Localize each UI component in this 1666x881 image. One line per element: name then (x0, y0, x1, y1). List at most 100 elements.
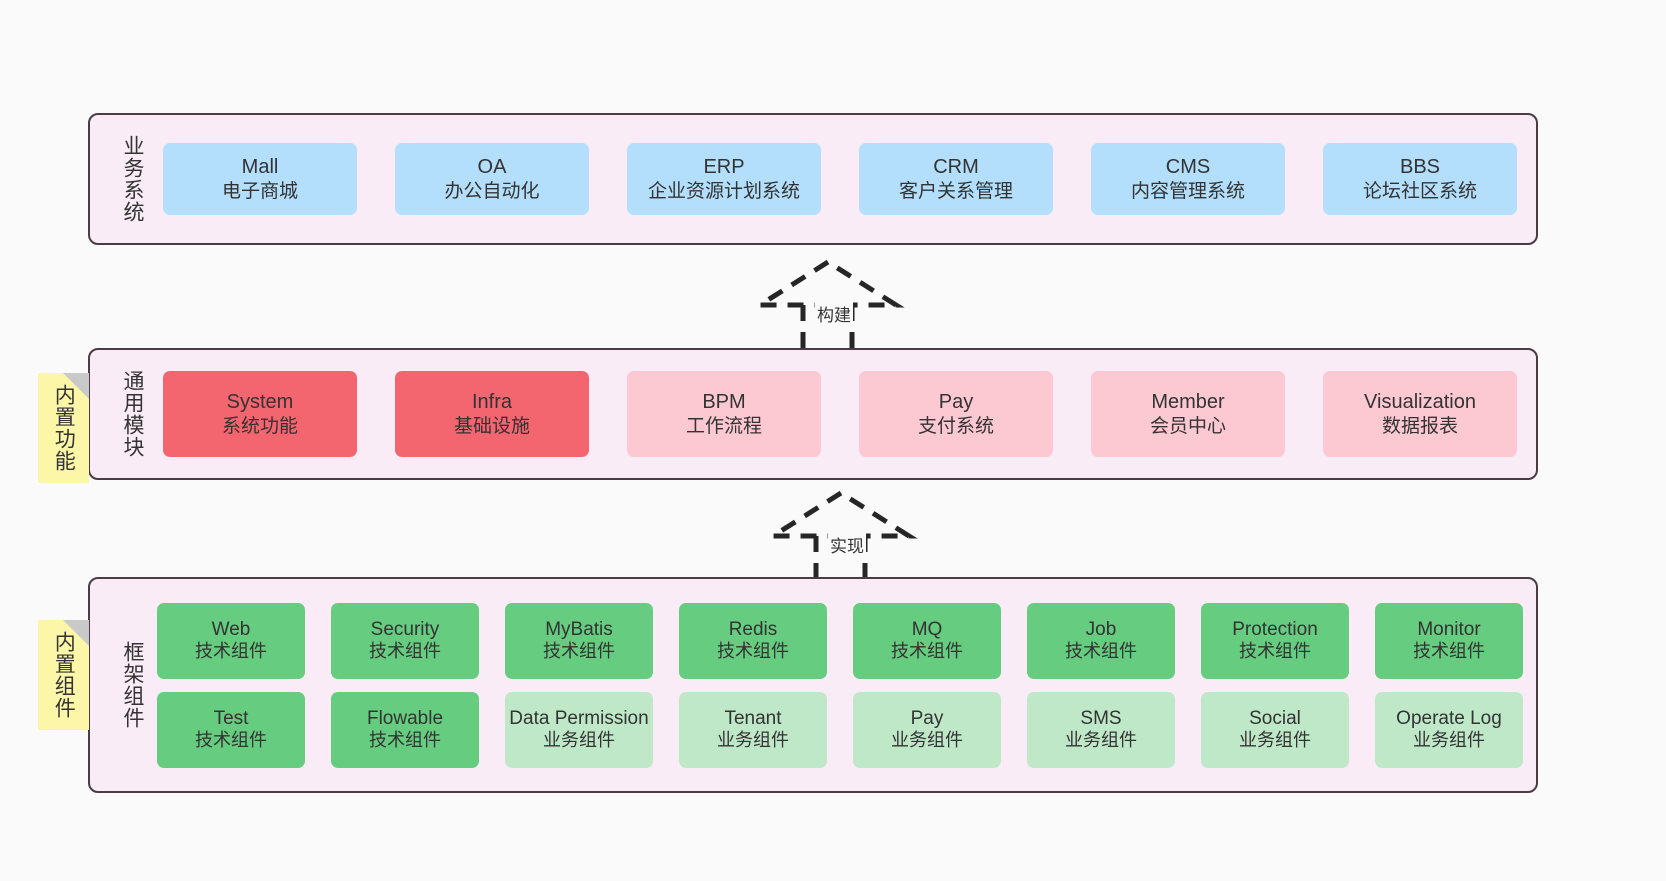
framework-card-job-subtitle: 技术组件 (1065, 641, 1137, 662)
framework-card-test-subtitle: 技术组件 (195, 730, 267, 751)
module-card-system-subtitle: 系统功能 (221, 415, 298, 437)
framework-card-mq-subtitle: 技术组件 (891, 641, 963, 662)
framework-card-mybatis[interactable]: MyBatis 技术组件 (505, 602, 653, 679)
framework-cards-container: Web 技术组件 Security 技术组件 MyBatis 技术组件 Redi… (144, 579, 1536, 791)
module-card-pay[interactable]: Pay 支付系统 (859, 371, 1053, 457)
framework-card-data-permission-title: Data Permission (509, 707, 649, 729)
note-builtin-component: 内置组件 (38, 620, 89, 730)
framework-card-mq[interactable]: MQ 技术组件 (853, 602, 1001, 679)
module-card-infra-subtitle: 基础设施 (453, 415, 530, 437)
framework-card-monitor[interactable]: Monitor 技术组件 (1375, 602, 1523, 679)
business-card-mall[interactable]: Mall 电子商城 (163, 143, 357, 215)
framework-card-operate-log-title: Operate Log (1396, 707, 1502, 729)
framework-card-web-subtitle: 技术组件 (195, 641, 267, 662)
business-card-bbs[interactable]: BBS 论坛社区系统 (1323, 143, 1517, 215)
framework-card-mybatis-subtitle: 技术组件 (543, 641, 615, 662)
framework-card-flowable-subtitle: 技术组件 (369, 730, 441, 751)
framework-card-job[interactable]: Job 技术组件 (1027, 602, 1175, 679)
module-card-pay-title: Pay (938, 391, 974, 414)
business-card-oa[interactable]: OA 办公自动化 (395, 143, 589, 215)
framework-card-social[interactable]: Social 业务组件 (1201, 691, 1349, 768)
framework-card-security-subtitle: 技术组件 (369, 641, 441, 662)
business-card-mall-subtitle: 电子商城 (221, 180, 298, 202)
business-card-oa-title: OA (477, 156, 507, 179)
note-builtin-component-text: 内置组件 (52, 631, 76, 719)
framework-card-tenant-title: Tenant (724, 707, 782, 729)
business-card-erp[interactable]: ERP 企业资源计划系统 (627, 143, 821, 215)
business-card-mall-title: Mall (241, 156, 279, 179)
framework-card-test-title: Test (213, 707, 249, 729)
framework-card-data-permission[interactable]: Data Permission 业务组件 (505, 691, 653, 768)
framework-card-web[interactable]: Web 技术组件 (157, 602, 305, 679)
module-card-infra[interactable]: Infra 基础设施 (395, 371, 589, 457)
business-card-crm[interactable]: CRM 客户关系管理 (859, 143, 1053, 215)
framework-card-operate-log[interactable]: Operate Log 业务组件 (1375, 691, 1523, 768)
module-card-row: System 系统功能 Infra 基础设施 BPM 工作流程 Pay 支付系统… (144, 371, 1536, 457)
module-card-system-title: System (226, 391, 294, 414)
business-card-crm-title: CRM (933, 156, 979, 179)
layer-business-systems: 业务系统 Mall 电子商城 OA 办公自动化 ERP 企业资源计划系统 CRM… (88, 113, 1538, 245)
framework-card-pay-title: Pay (910, 707, 944, 729)
framework-card-redis[interactable]: Redis 技术组件 (679, 602, 827, 679)
business-card-bbs-subtitle: 论坛社区系统 (1362, 180, 1477, 202)
framework-card-web-title: Web (211, 618, 251, 640)
module-card-member-subtitle: 会员中心 (1149, 415, 1226, 437)
module-card-visualization-subtitle: 数据报表 (1381, 415, 1458, 437)
module-card-visualization[interactable]: Visualization 数据报表 (1323, 371, 1517, 457)
module-card-bpm[interactable]: BPM 工作流程 (627, 371, 821, 457)
framework-card-tenant-subtitle: 业务组件 (717, 730, 789, 751)
framework-card-pay-subtitle: 业务组件 (891, 730, 963, 751)
module-card-bpm-subtitle: 工作流程 (685, 415, 762, 437)
module-card-system[interactable]: System 系统功能 (163, 371, 357, 457)
framework-card-protection[interactable]: Protection 技术组件 (1201, 602, 1349, 679)
framework-card-redis-title: Redis (728, 618, 778, 640)
framework-card-tenant[interactable]: Tenant 业务组件 (679, 691, 827, 768)
framework-card-social-title: Social (1249, 707, 1301, 729)
module-card-infra-title: Infra (471, 391, 513, 414)
generalization-arrowhead-icon (764, 490, 918, 539)
business-card-crm-subtitle: 客户关系管理 (898, 180, 1013, 202)
generalization-arrowhead-icon (751, 259, 905, 308)
note-fold-corner-icon (63, 620, 89, 646)
framework-card-sms[interactable]: SMS 业务组件 (1027, 691, 1175, 768)
framework-card-sms-subtitle: 业务组件 (1065, 730, 1137, 751)
framework-card-row-business: Test 技术组件 Flowable 技术组件 Data Permission … (144, 691, 1536, 768)
module-card-member[interactable]: Member 会员中心 (1091, 371, 1285, 457)
module-card-member-title: Member (1151, 391, 1225, 414)
framework-card-redis-subtitle: 技术组件 (717, 641, 789, 662)
connector-build: 构建 (751, 255, 905, 350)
framework-card-security[interactable]: Security 技术组件 (331, 602, 479, 679)
layer-title-business: 业务系统 (121, 135, 144, 223)
framework-card-flowable-title: Flowable (366, 707, 444, 729)
framework-card-monitor-title: Monitor (1417, 618, 1481, 640)
module-cards-container: System 系统功能 Infra 基础设施 BPM 工作流程 Pay 支付系统… (144, 350, 1536, 478)
note-fold-corner-icon (63, 373, 89, 399)
business-card-erp-subtitle: 企业资源计划系统 (647, 180, 800, 202)
layer-framework-components: 框架组件 Web 技术组件 Security 技术组件 MyBatis 技术组件… (88, 577, 1538, 793)
framework-card-sms-title: SMS (1080, 707, 1122, 729)
business-card-cms[interactable]: CMS 内容管理系统 (1091, 143, 1285, 215)
framework-card-mq-title: MQ (911, 618, 943, 640)
business-card-erp-title: ERP (703, 156, 745, 179)
layer-title-framework: 框架组件 (121, 641, 144, 729)
framework-card-protection-subtitle: 技术组件 (1239, 641, 1311, 662)
layer-common-modules: 通用模块 System 系统功能 Infra 基础设施 BPM 工作流程 Pay… (88, 348, 1538, 480)
connector-build-label: 构建 (815, 301, 853, 326)
module-card-pay-subtitle: 支付系统 (917, 415, 994, 437)
business-card-cms-title: CMS (1165, 156, 1211, 179)
framework-card-pay[interactable]: Pay 业务组件 (853, 691, 1001, 768)
framework-card-mybatis-title: MyBatis (545, 618, 613, 640)
framework-card-protection-title: Protection (1232, 618, 1318, 640)
layer-title-modules: 通用模块 (121, 370, 144, 458)
framework-card-monitor-subtitle: 技术组件 (1413, 641, 1485, 662)
framework-card-security-title: Security (370, 618, 440, 640)
business-card-bbs-title: BBS (1399, 156, 1441, 179)
connector-implement-label: 实现 (828, 532, 866, 557)
note-builtin-function-text: 内置功能 (52, 384, 76, 472)
framework-card-test[interactable]: Test 技术组件 (157, 691, 305, 768)
business-card-cms-subtitle: 内容管理系统 (1130, 180, 1245, 202)
module-card-visualization-title: Visualization (1364, 391, 1476, 414)
framework-card-flowable[interactable]: Flowable 技术组件 (331, 691, 479, 768)
business-cards-container: Mall 电子商城 OA 办公自动化 ERP 企业资源计划系统 CRM 客户关系… (144, 115, 1536, 243)
note-builtin-function: 内置功能 (38, 373, 89, 483)
